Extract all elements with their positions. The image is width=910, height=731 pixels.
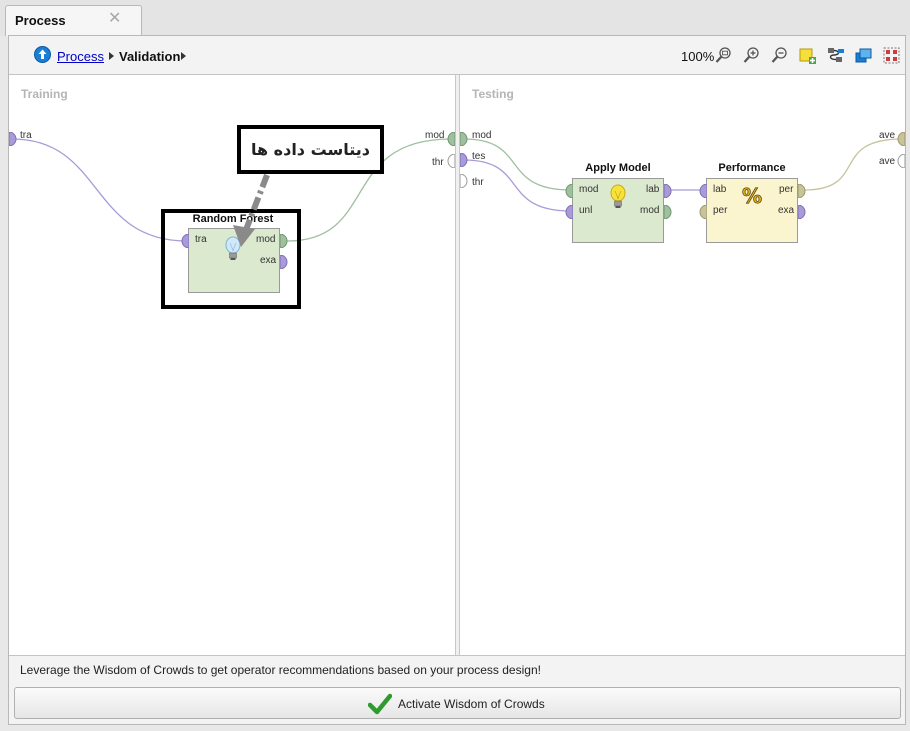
percent-icon: % — [742, 185, 763, 207]
lightbulb-icon — [610, 184, 626, 208]
annotation-note[interactable]: دیتاست داده ها — [237, 125, 384, 174]
random-forest-exa-port[interactable] — [280, 255, 288, 269]
port-label: tra — [20, 130, 32, 141]
checkmark-icon — [368, 693, 392, 715]
random-forest-operator[interactable]: tra mod exa — [188, 228, 280, 293]
connection-rf-to-mod — [286, 138, 452, 242]
parent-process-icon[interactable] — [34, 46, 51, 63]
process-canvas[interactable]: Training Testing tra mod thr — [9, 74, 905, 656]
port-label: mod — [640, 205, 660, 216]
operator-highlight-box — [161, 209, 301, 309]
breadcrumb: Process Validation 100% — [9, 36, 905, 74]
apply-model-lab-output-port[interactable] — [664, 184, 672, 198]
port-label: unl — [579, 205, 593, 216]
zoom-out-icon[interactable] — [770, 46, 789, 65]
auto-layout-icon[interactable] — [882, 46, 901, 65]
port-label: thr — [432, 157, 444, 168]
apply-model-operator[interactable]: mod unl lab mod — [572, 178, 664, 243]
port-label: lab — [646, 184, 660, 195]
testing-mod-input-port[interactable] — [460, 132, 469, 146]
lightbulb-icon — [225, 236, 241, 260]
training-mod-output-port[interactable] — [446, 132, 455, 146]
random-forest-mod-port[interactable] — [280, 234, 288, 248]
port-label: mod — [425, 130, 445, 141]
breadcrumb-expand-icon[interactable] — [181, 52, 186, 60]
port-label: ave — [879, 156, 896, 167]
connection-mod-to-apply — [463, 138, 572, 191]
performance-per-output-port[interactable] — [798, 184, 806, 198]
training-label: Training — [21, 87, 68, 101]
wisdom-message: Leverage the Wisdom of Crowds to get ope… — [20, 663, 541, 677]
tab-process[interactable]: Process ✕ — [5, 5, 142, 36]
performance-lab-input-port[interactable] — [699, 184, 707, 198]
port-label: thr — [472, 177, 484, 188]
training-input-port[interactable] — [9, 132, 19, 146]
zoom-level: 100% — [681, 49, 715, 64]
testing-thr-input-port[interactable] — [460, 174, 469, 188]
connection-tra-to-rf — [11, 138, 188, 242]
testing-label: Testing — [472, 87, 514, 101]
performance-operator[interactable]: lab per per exa % — [706, 178, 798, 243]
random-forest-input-port[interactable] — [181, 234, 189, 248]
port-label: tra — [195, 234, 207, 245]
port-label: tes — [472, 151, 486, 162]
apply-model-title: Apply Model — [585, 162, 651, 174]
port-label: ave — [879, 130, 896, 141]
subprocess-divider[interactable] — [455, 75, 460, 655]
training-thr-output-port[interactable] — [446, 154, 455, 168]
performance-exa-output-port[interactable] — [798, 205, 806, 219]
connection-perf-to-ave — [803, 138, 903, 191]
auto-wire-icon[interactable] — [826, 46, 845, 65]
arrange-windows-icon[interactable] — [854, 46, 873, 65]
breadcrumb-validation: Validation — [119, 49, 181, 64]
port-label: lab — [713, 184, 727, 195]
activate-wisdom-label: Activate Wisdom of Crowds — [398, 697, 545, 711]
port-label: per — [779, 184, 794, 195]
annotation-arrow — [233, 173, 270, 247]
port-label: mod — [579, 184, 599, 195]
port-label: mod — [256, 234, 276, 245]
testing-ave-output-port[interactable] — [896, 132, 905, 146]
tab-bar: Process ✕ — [0, 0, 910, 36]
breadcrumb-process-link[interactable]: Process — [57, 49, 104, 64]
performance-per-input-port[interactable] — [699, 205, 707, 219]
zoom-fit-icon[interactable] — [714, 46, 733, 65]
port-label: mod — [472, 130, 492, 141]
activate-wisdom-button[interactable]: Activate Wisdom of Crowds — [14, 687, 901, 719]
testing-tes-input-port[interactable] — [460, 153, 469, 167]
breadcrumb-arrow-icon — [109, 52, 114, 60]
port-label: exa — [260, 255, 277, 266]
zoom-in-icon[interactable] — [742, 46, 761, 65]
performance-title: Performance — [718, 162, 786, 174]
port-label: per — [713, 205, 728, 216]
apply-model-unl-input-port[interactable] — [565, 205, 573, 219]
add-note-icon[interactable] — [798, 46, 817, 65]
apply-model-mod-output-port[interactable] — [664, 205, 672, 219]
process-panel: Process Validation 100% — [8, 35, 906, 725]
svg-text:%: % — [742, 185, 762, 207]
port-label: exa — [778, 205, 795, 216]
close-icon[interactable]: ✕ — [108, 10, 122, 27]
tab-label: Process — [15, 13, 66, 28]
testing-ave-output-port-2[interactable] — [896, 154, 905, 168]
apply-model-mod-input-port[interactable] — [565, 184, 573, 198]
connection-tes-to-apply — [463, 159, 572, 212]
